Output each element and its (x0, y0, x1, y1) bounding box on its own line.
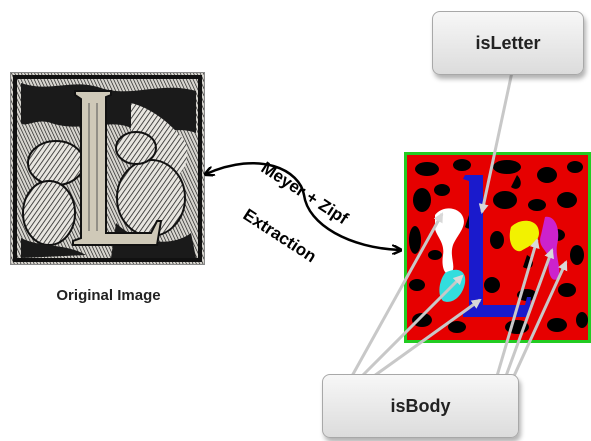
isletter-label: isLetter (475, 33, 540, 54)
extraction-arrow (206, 163, 400, 250)
original-image-caption: Original Image (16, 287, 201, 304)
isbody-callout: isBody (322, 374, 519, 438)
segmented-image (404, 152, 591, 343)
woodcut-illustration (11, 73, 204, 264)
isbody-label: isBody (390, 396, 450, 417)
original-image (10, 72, 205, 265)
segmentation-map (407, 155, 588, 340)
arrow-label-extraction: Extraction (239, 205, 320, 267)
isletter-callout: isLetter (432, 11, 584, 75)
